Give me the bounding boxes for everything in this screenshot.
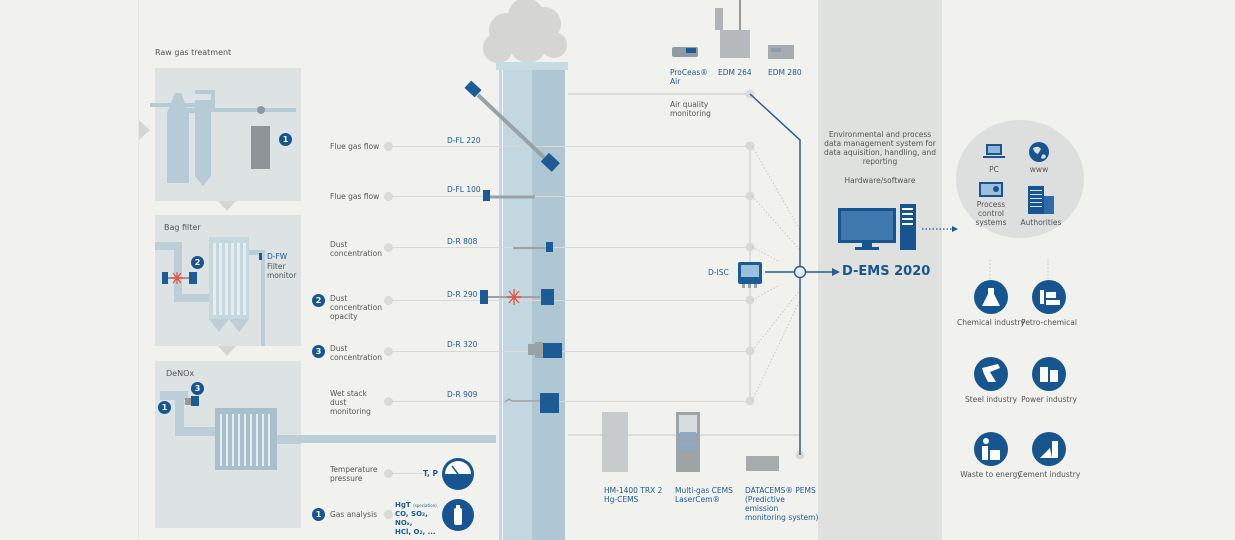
waste-plant-icon: [974, 432, 1008, 466]
temperature-label: Temperature pressure: [330, 465, 378, 483]
connector-dot: [384, 469, 393, 478]
filter-monitor-label: Filter monitor: [267, 262, 297, 280]
stage-denox-label: DeNOx: [166, 369, 195, 378]
badge-3: 3: [312, 345, 325, 358]
badge-1: 1: [279, 133, 292, 146]
duct-to-stack: [301, 435, 496, 443]
connector-dot: [384, 347, 393, 356]
badge-2: 2: [191, 256, 204, 269]
connector-dot: [384, 192, 393, 201]
device-label: D-R 320: [447, 340, 478, 349]
gas-bottle-icon: [442, 499, 474, 531]
computer-icon: [838, 204, 916, 250]
gas-hgt: HgT: [395, 501, 411, 509]
measurement-label: Dust concentration opacity: [330, 294, 382, 321]
left-margin: [0, 0, 139, 540]
dfl220-head: [540, 152, 560, 172]
air-quality-label: Air quality monitoring: [670, 100, 711, 118]
industry-label: Power industry: [1021, 395, 1077, 404]
industry-label: Petro-chemical: [1021, 318, 1077, 327]
output-process-control: Process control systems: [975, 200, 1007, 227]
globe-icon[interactable]: [1028, 141, 1050, 163]
device-label: D-FL 100: [447, 185, 481, 194]
connector-dot: [384, 142, 393, 151]
dr909-sensor: [540, 393, 559, 413]
gas-line2: CO, SO₂, NOₓ,: [395, 510, 428, 527]
dfl100-sensor: [483, 190, 490, 201]
disc-label[interactable]: D-ISC: [708, 268, 729, 277]
device-edm-264[interactable]: EDM 264: [718, 68, 752, 77]
cems-multigas[interactable]: Multi-gas CEMS LaserCem®: [675, 486, 733, 504]
output-www: www: [1029, 165, 1049, 174]
bag-filter-illustration: [155, 237, 265, 346]
dems-title[interactable]: D-EMS 2020: [842, 264, 931, 279]
dems-description: Environmental and process data managemen…: [823, 130, 937, 166]
gas-line3: HCl, O₂, ...: [395, 528, 436, 536]
device-label: D-R 909: [447, 390, 478, 399]
raw-gas-illustration: [150, 90, 296, 186]
connector-dot: [384, 397, 393, 406]
expand-arrow-left[interactable]: [139, 120, 150, 140]
dems-hardware-label: Hardware/software: [844, 176, 916, 185]
outputs-circle: [956, 120, 1084, 238]
device-edm-280[interactable]: EDM 280: [768, 68, 802, 77]
industry-label: Steel industry: [964, 395, 1018, 404]
output-pc: PC: [989, 165, 999, 174]
pc-icon[interactable]: [983, 144, 1005, 160]
bus-junction: [793, 265, 807, 279]
cems-datacems[interactable]: DATACEMS® PEMS (Predictive emission moni…: [745, 486, 819, 522]
device-label: D-FL 220: [447, 136, 481, 145]
power-plant-icon: [1032, 357, 1066, 391]
badge-1: 1: [158, 401, 171, 414]
denox-illustration: [160, 391, 301, 470]
measurement-label: Dust concentration: [330, 344, 382, 362]
industry-label: Chemical industry: [957, 318, 1025, 327]
dr290-transmitter: [480, 290, 488, 304]
gas-analysis-label: Gas analysis: [330, 510, 378, 519]
badge-1: 1: [312, 508, 325, 521]
temperature-value: T, P: [423, 469, 439, 478]
gauge-icon: [442, 458, 474, 490]
output-authorities: Authorities: [1020, 218, 1062, 227]
badge-3: 3: [191, 382, 204, 395]
stage-bag-filter-panel[interactable]: Bag filter 2 D-FW Filter monitor: [155, 215, 301, 346]
dems-column: [818, 0, 942, 540]
industry-label: Waste to energy: [960, 470, 1022, 479]
dr808-sensor: [546, 242, 553, 252]
measurement-label: Dust concentration: [330, 240, 382, 258]
industry-label: Cement industry: [1017, 470, 1081, 479]
process-control-icon[interactable]: [979, 182, 1003, 197]
dr320-sensor: [543, 343, 562, 358]
connector-dot: [384, 510, 393, 519]
device-label: D-R 808: [447, 237, 478, 246]
measurement-label: Flue gas flow: [330, 142, 380, 151]
smoke-cloud: [476, 0, 571, 70]
dr290-receiver: [541, 289, 554, 305]
flow-arrow-down-1: [218, 201, 236, 211]
badge-2: 2: [312, 294, 325, 307]
stage-denox-panel[interactable]: DeNOx 3 1: [155, 361, 301, 528]
stage-raw-gas-label: Raw gas treatment: [155, 48, 232, 57]
stage-bag-filter-label: Bag filter: [164, 223, 201, 232]
device-label: D-R 290: [447, 290, 478, 299]
authorities-icon[interactable]: [1028, 186, 1054, 214]
gas-hgt-sub: (speciation),: [413, 503, 438, 508]
filter-monitor-device: D-FW: [267, 252, 288, 261]
stage-raw-gas-panel[interactable]: 1: [150, 68, 301, 201]
dfl220-sensor: [464, 80, 482, 98]
measurement-label: Wet stack dust monitoring: [330, 389, 371, 416]
cems-hm1400[interactable]: HM-1400 TRX 2 Hg-CEMS: [604, 486, 663, 504]
connector-dot: [384, 243, 393, 252]
flow-arrow-down-2: [218, 346, 236, 356]
gas-list: HgT (speciation), CO, SO₂, NOₓ, HCl, O₂,…: [395, 501, 440, 537]
connector-dot: [384, 296, 393, 305]
device-proceas-air[interactable]: ProCeas® Air: [670, 68, 708, 86]
measurement-label: Flue gas flow: [330, 192, 380, 201]
